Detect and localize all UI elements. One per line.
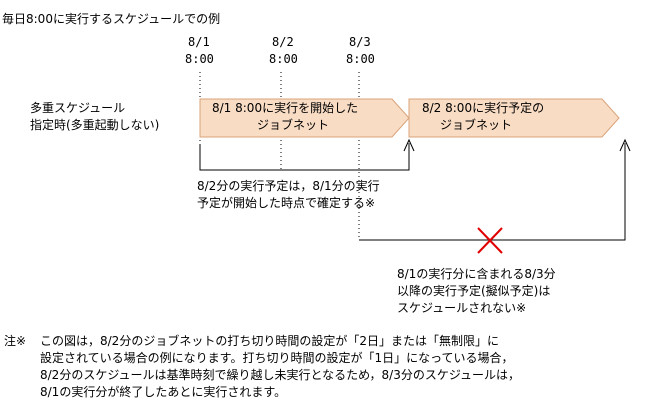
- skip-note-line-2: 以降の実行予定(擬似予定)は: [397, 284, 551, 298]
- skip-arrowhead: [619, 138, 631, 152]
- footnote-mark: 注※: [4, 334, 27, 348]
- arrow-1-label-line-1: 8/1 8:00に実行を開始した: [212, 101, 359, 115]
- skip-note-line-1: 8/1の実行分に含まれる8/3分: [397, 267, 556, 281]
- footnote-line-3: 8/2分のスケジュールは基準時刻で繰り越し未実行となるため，8/3分のスケジュー…: [40, 368, 520, 382]
- arrow-shape-1: [199, 98, 410, 138]
- confirm-note-line-2: 予定が開始した時点で確定する※: [197, 196, 376, 210]
- row-label-line-1: 多重スケジュール: [30, 101, 126, 115]
- arrow-2-label-line-2: ジョブネット: [440, 118, 513, 132]
- arrow-2-label-line-1: 8/2 8:00に実行予定の: [422, 101, 545, 115]
- footnote-line-4: 8/1の実行分が終了したあとに実行されます。: [40, 385, 287, 399]
- arrow-shape-2: [408, 98, 620, 138]
- timeline-time-1: 8:00: [185, 52, 214, 66]
- confirm-connector: [199, 143, 410, 171]
- skip-note-line-3: スケジュールされない※: [397, 301, 527, 315]
- timeline-date-3: 8/3: [349, 35, 371, 49]
- arrow-1-label-line-2: ジョブネット: [257, 118, 330, 132]
- confirm-note-line-1: 8/2分の実行予定は，8/1分の実行: [197, 179, 380, 193]
- footnote-line-1: この図は，8/2分のジョブネットの打ち切り時間の設定が「2日」または「無制限」に: [40, 334, 499, 348]
- diagram-title: 毎日8:00に実行するスケジュールでの例: [2, 12, 221, 26]
- confirm-arrowhead: [403, 138, 415, 152]
- timeline-time-3: 8:00: [346, 52, 375, 66]
- skip-connector: [359, 143, 626, 241]
- timeline-date-2: 8/2: [272, 35, 294, 49]
- timeline-date-1: 8/1: [188, 35, 210, 49]
- timeline-time-2: 8:00: [269, 52, 298, 66]
- footnote-line-2: 設定されている場合の例になります。打ち切り時間の設定が「1日」になっている場合，: [40, 351, 514, 365]
- row-label-line-2: 指定時(多重起動しない): [30, 118, 160, 132]
- cross-mark-b: [477, 227, 503, 254]
